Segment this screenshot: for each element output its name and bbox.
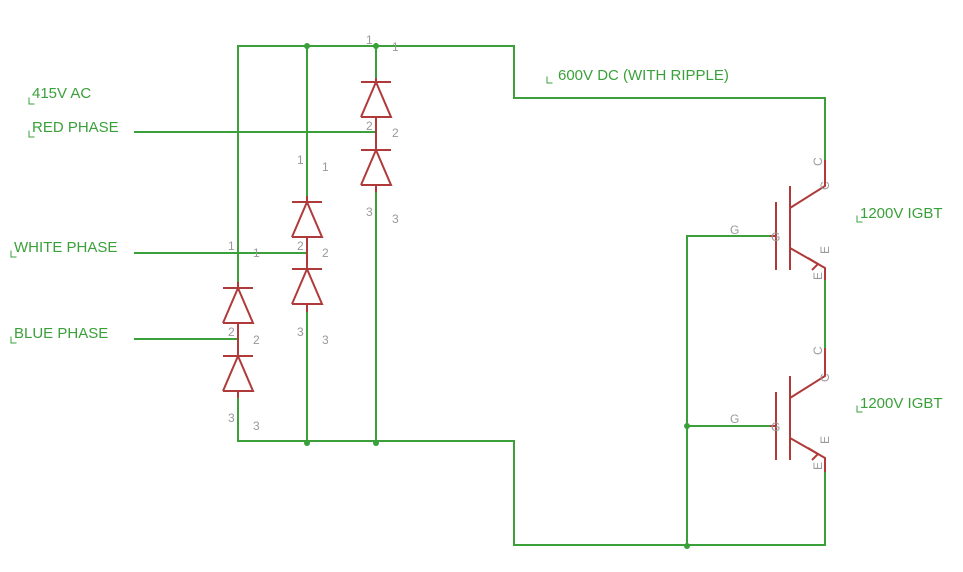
pin-label: 3 bbox=[228, 411, 235, 425]
white-phase-label: WHITE PHASE bbox=[14, 239, 117, 256]
igbt-bottom bbox=[770, 348, 826, 472]
emitter-pin-label: E bbox=[818, 246, 832, 254]
diode-white-upper bbox=[291, 196, 324, 253]
dc-positive-rail bbox=[237, 45, 826, 161]
pin-label: 2 bbox=[392, 126, 399, 140]
pin-label: 3 bbox=[392, 212, 399, 226]
junction-dot bbox=[304, 43, 310, 49]
collector-pin-label: C bbox=[818, 181, 832, 190]
pin-numbers: 1 1 2 2 3 3 1 1 2 2 3 3 1 1 2 2 3 3 G G … bbox=[228, 33, 832, 470]
junction-dot bbox=[304, 440, 310, 446]
pin-label: 1 bbox=[228, 239, 235, 253]
pin-label: 1 bbox=[297, 153, 304, 167]
igbt-top-label: 1200V IGBT bbox=[860, 205, 943, 222]
emitter-pin-label: E bbox=[811, 272, 825, 280]
pin-label: 1 bbox=[366, 33, 373, 47]
pin-label: 2 bbox=[253, 333, 260, 347]
junctions bbox=[304, 43, 690, 549]
dc-negative-rail bbox=[237, 440, 826, 546]
gate-pin-label: G bbox=[730, 223, 739, 237]
gate-wire bbox=[686, 235, 771, 546]
supply-label: 415V AC bbox=[32, 85, 91, 102]
emitter-pin-label: E bbox=[811, 462, 825, 470]
gate-pin-label: G bbox=[730, 412, 739, 426]
gate-pin-label: G bbox=[771, 230, 780, 244]
pin-label: 3 bbox=[297, 325, 304, 339]
wires bbox=[134, 43, 826, 546]
collector-pin-label: C bbox=[811, 346, 825, 355]
collector-pin-label: C bbox=[818, 373, 832, 382]
collector-pin-label: C bbox=[811, 157, 825, 166]
pin-label: 2 bbox=[297, 239, 304, 253]
net-labels: 415V AC RED PHASE WHITE PHASE BLUE PHASE… bbox=[14, 67, 943, 412]
pin-label: 3 bbox=[322, 333, 329, 347]
pin-label: 2 bbox=[322, 246, 329, 260]
gate-pin-label: G bbox=[771, 420, 780, 434]
pin-label: 1 bbox=[322, 160, 329, 174]
junction-dot bbox=[684, 423, 690, 429]
red-phase-label: RED PHASE bbox=[32, 119, 119, 136]
pin-label: 3 bbox=[253, 419, 260, 433]
diode-red-lower bbox=[360, 132, 393, 192]
pin-label: 2 bbox=[228, 325, 235, 339]
junction-dot bbox=[373, 43, 379, 49]
pin-label: 2 bbox=[366, 119, 373, 133]
igbt-bottom-label: 1200V IGBT bbox=[860, 395, 943, 412]
junction-dot bbox=[684, 543, 690, 549]
diode-white-lower bbox=[291, 253, 324, 312]
pin-label: 1 bbox=[253, 246, 260, 260]
blue-phase-label: BLUE PHASE bbox=[14, 325, 108, 342]
dc-bus-label: 600V DC (WITH RIPPLE) bbox=[558, 67, 729, 84]
pin-label: 3 bbox=[366, 205, 373, 219]
igbt-top bbox=[770, 160, 826, 280]
pin-label: 1 bbox=[392, 40, 399, 54]
diode-blue-lower bbox=[222, 339, 255, 398]
junction-dot bbox=[373, 440, 379, 446]
diode-red-upper bbox=[360, 78, 393, 132]
label-anchors bbox=[10, 76, 863, 413]
diode-blue-upper bbox=[222, 282, 255, 339]
emitter-pin-label: E bbox=[818, 436, 832, 444]
